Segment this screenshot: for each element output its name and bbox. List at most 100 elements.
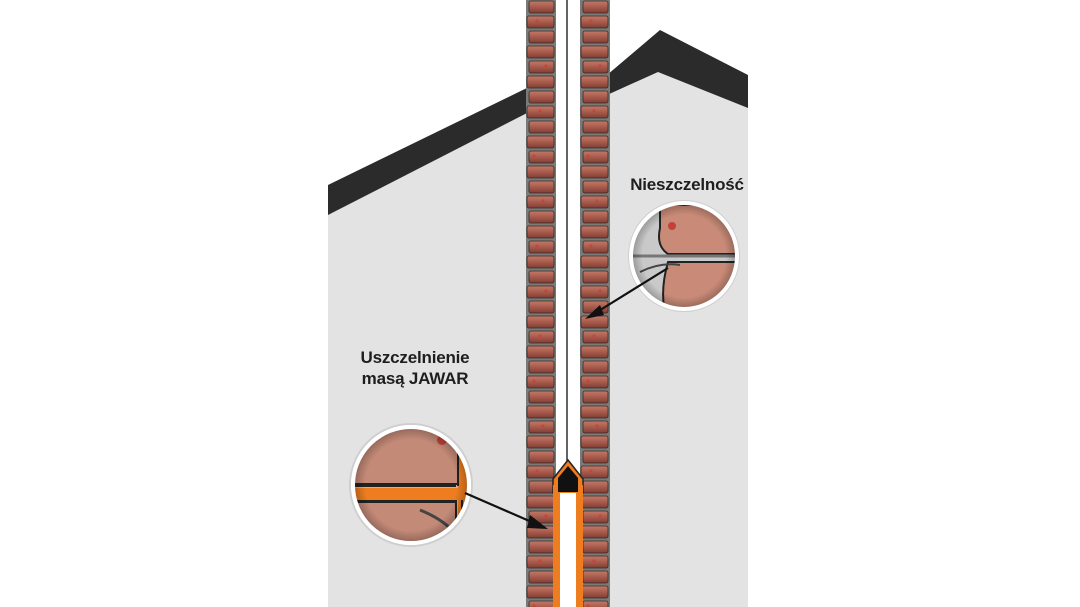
brick-speck	[535, 244, 539, 248]
seal-label: Uszczelnienie masą JAWAR	[345, 347, 485, 389]
brick	[528, 420, 555, 434]
brick	[526, 15, 555, 29]
brick-speck	[586, 379, 590, 383]
brick	[528, 90, 555, 104]
brick-speck	[598, 289, 602, 293]
brick	[580, 495, 609, 509]
brick-speck	[532, 154, 536, 158]
brick	[582, 480, 609, 494]
brick-speck	[535, 19, 539, 23]
brick	[582, 420, 609, 434]
brick	[528, 240, 555, 254]
seal-zoom-circle	[349, 423, 473, 547]
brick	[528, 120, 555, 134]
brick	[580, 525, 609, 539]
brick	[580, 225, 609, 239]
brick-speck	[595, 424, 599, 428]
brick	[580, 255, 609, 269]
leak-arrow	[585, 267, 669, 319]
brick	[526, 285, 555, 299]
brick	[580, 435, 609, 449]
brick	[526, 225, 555, 239]
brick	[582, 90, 609, 104]
brick	[526, 405, 555, 419]
seal-arrow	[464, 491, 548, 529]
brick	[528, 570, 555, 584]
brick-speck	[589, 19, 593, 23]
brick	[528, 300, 555, 314]
brick	[528, 150, 555, 164]
brick-speck	[598, 64, 602, 68]
brick-speck	[586, 154, 590, 158]
brick	[526, 315, 555, 329]
brick	[528, 360, 555, 374]
brick-speck	[541, 424, 545, 428]
brick-speck	[541, 199, 545, 203]
brick	[528, 210, 555, 224]
brick-speck	[589, 469, 593, 473]
brick	[582, 570, 609, 584]
brick	[528, 390, 555, 404]
brick-speck	[589, 244, 593, 248]
brick	[526, 165, 555, 179]
brick	[580, 135, 609, 149]
brick	[580, 315, 609, 329]
brick-speck	[538, 334, 542, 338]
brick	[582, 60, 609, 74]
brick	[528, 270, 555, 284]
brick	[528, 540, 555, 554]
brick	[526, 75, 555, 89]
brick-speck	[532, 604, 536, 607]
brick-speck	[598, 514, 602, 518]
house-wall-right	[607, 72, 748, 607]
brick-speck	[538, 559, 542, 563]
brick	[580, 585, 609, 599]
brick	[582, 270, 609, 284]
brick	[526, 195, 555, 209]
roof-right	[607, 30, 748, 108]
brick	[526, 135, 555, 149]
leak-zoom-circle	[628, 200, 740, 312]
brick	[580, 405, 609, 419]
brick	[526, 345, 555, 359]
flue-channel	[557, 0, 579, 607]
roof-left	[328, 85, 533, 215]
brick	[526, 495, 555, 509]
brick	[526, 465, 555, 479]
brick	[580, 285, 609, 299]
brick	[582, 0, 609, 14]
brick	[528, 0, 555, 14]
brick	[528, 30, 555, 44]
brick	[580, 375, 609, 389]
brick	[580, 465, 609, 479]
leak-label: Nieszczelność	[630, 175, 744, 194]
brick	[580, 345, 609, 359]
brick-speck	[532, 379, 536, 383]
brick	[582, 330, 609, 344]
brick	[582, 540, 609, 554]
brick	[582, 360, 609, 374]
brick	[528, 330, 555, 344]
brick-speck	[544, 289, 548, 293]
brick-speck	[544, 514, 548, 518]
brick	[582, 390, 609, 404]
brick-speck	[544, 64, 548, 68]
brick	[528, 180, 555, 194]
brick	[580, 75, 609, 89]
brick	[582, 450, 609, 464]
brick	[526, 255, 555, 269]
brick	[526, 45, 555, 59]
brick	[580, 195, 609, 209]
brick	[528, 450, 555, 464]
brick-speck	[535, 469, 539, 473]
seal-insert	[552, 458, 584, 607]
chimney-bricks	[526, 0, 609, 607]
brick-speck	[592, 334, 596, 338]
brick	[528, 480, 555, 494]
brick	[526, 585, 555, 599]
brick	[582, 30, 609, 44]
brick	[582, 210, 609, 224]
brick	[582, 240, 609, 254]
seal-label-line1: Uszczelnienie	[360, 348, 470, 367]
